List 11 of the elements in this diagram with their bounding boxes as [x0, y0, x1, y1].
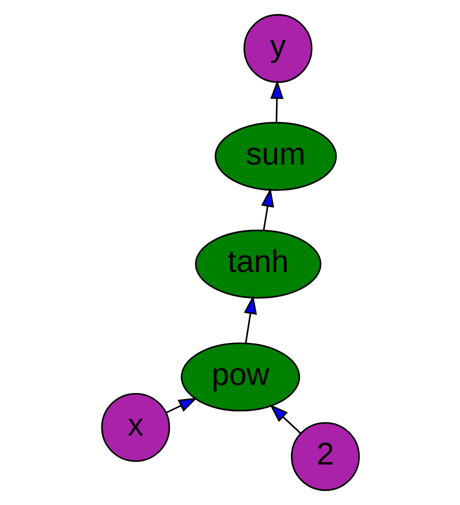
node-circle: y: [243, 14, 312, 83]
node-ellipse: tanh: [194, 230, 321, 299]
arrow: [270, 80, 284, 123]
node-circle: x: [100, 392, 170, 462]
arrow: [243, 295, 256, 344]
node-circle: 2: [290, 422, 360, 491]
arrow: [260, 188, 274, 231]
arrow: [269, 404, 301, 434]
arrow: [165, 398, 198, 414]
node-ellipse: pow: [180, 342, 300, 412]
node-ellipse: sum: [214, 122, 336, 191]
